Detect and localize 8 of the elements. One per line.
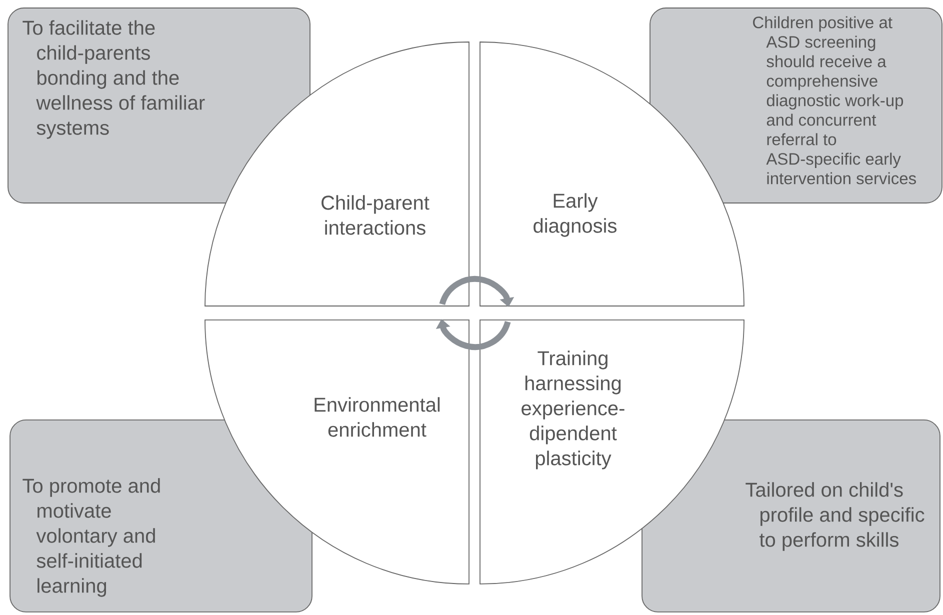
note-box: Children positive at ASD screening should receive a comprehensive diagnostic work-up and concurrent referral to ASD-specific early intervention services: [650, 8, 942, 204]
quadrant-segment: Early diagnosis: [480, 42, 744, 306]
note-box: Tailored on child's profile and specific to perform skills: [642, 420, 940, 612]
quadrant-segment: Environmental enrichment: [204, 320, 470, 584]
quadrant-segment: Child-parent interactions: [204, 42, 470, 306]
note-box: To promote and motivate volontary and self-initiated learning: [10, 420, 312, 612]
note-box: To facilitate the child-parents bonding and the wellness of familiar systems: [8, 8, 310, 204]
quadrant-segment: Training harnessing experience-dipendent plasticity: [480, 320, 744, 584]
